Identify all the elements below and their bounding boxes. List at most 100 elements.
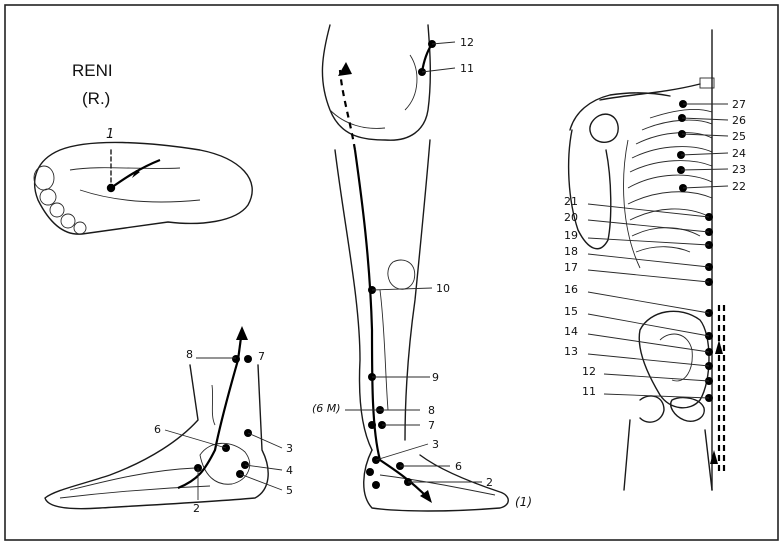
- ankle-leader-3: [247, 432, 283, 449]
- trunk-leader-11: [603, 393, 710, 399]
- trunk-label-14: 14: [564, 325, 578, 338]
- toe-5: [73, 221, 87, 235]
- sole-label-1: 1: [106, 127, 114, 142]
- knee-cap: [387, 259, 416, 290]
- rib-cage-edge: [623, 139, 641, 269]
- sole-outline: [34, 141, 253, 235]
- leg-arrow-upper: [338, 62, 352, 76]
- rib-7: [627, 191, 713, 205]
- rib-5: [629, 160, 713, 173]
- trunk-leader-15: [587, 313, 710, 337]
- ankle-point-8: [232, 355, 240, 363]
- ankle-label-4: 4: [286, 464, 293, 477]
- trunk-arrow-up: [715, 340, 723, 354]
- ankle-meridian: [177, 359, 240, 490]
- trunk-label-24: 24: [732, 147, 746, 160]
- leg-label-6m: (6 M): [312, 402, 341, 415]
- arm-outline: [567, 129, 612, 250]
- leg-label-8: 8: [428, 404, 435, 417]
- trunk-label-15: 15: [564, 305, 578, 318]
- leg-foot-bones: [379, 474, 496, 496]
- tibia: [379, 289, 389, 411]
- leg-leader-3: [375, 443, 429, 461]
- trunk-label-11: 11: [582, 385, 596, 398]
- trunk-leader-14: [587, 333, 710, 353]
- leg-outline-left: [334, 149, 373, 451]
- sole-crease-2: [69, 167, 181, 171]
- trunk-label-13: 13: [564, 345, 578, 358]
- rib-2: [641, 119, 713, 131]
- ankle-figure: 8 7 6 3 4 5 2: [44, 326, 293, 515]
- shoulder-head: [589, 113, 619, 144]
- leg-outline-right: [404, 139, 431, 441]
- trunk-leader-22: [682, 185, 729, 189]
- trunk-label-16: 16: [564, 283, 578, 296]
- ankle-label-6: 6: [154, 423, 161, 436]
- thigh-outline: [321, 24, 432, 141]
- leg-label-10: 10: [436, 282, 450, 295]
- clavicle-head: [699, 77, 715, 89]
- ankle-label-2: 2: [193, 502, 200, 515]
- trunk-label-20: 20: [564, 211, 578, 224]
- leg-point-5: [372, 481, 380, 489]
- trunk-label-19: 19: [564, 229, 578, 242]
- trunk-leader-26: [681, 117, 729, 121]
- femur-head: [639, 395, 665, 423]
- trunk-leader-20: [587, 219, 710, 233]
- pelvis-inner: [659, 333, 693, 382]
- toe-4: [60, 213, 76, 229]
- trunk-leader-12: [603, 373, 710, 382]
- trunk-label-25: 25: [732, 130, 746, 143]
- trunk-leader-25: [681, 133, 729, 137]
- ankle-arrow: [236, 326, 248, 340]
- trunk-label-22: 22: [732, 180, 746, 193]
- leg-label-12: 12: [460, 36, 474, 49]
- leg-label-9: 9: [432, 371, 439, 384]
- trunk-label-21: 21: [564, 195, 578, 208]
- title-text: RENI: [72, 61, 113, 80]
- trunk-leader-17: [587, 269, 710, 283]
- thigh-lines: [623, 419, 713, 491]
- plate-frame: [4, 4, 779, 541]
- leg-meridian-dash: [338, 69, 357, 151]
- ankle-outline: [44, 364, 269, 510]
- ankle-point-7: [244, 355, 252, 363]
- leg-leader-11: [421, 67, 456, 73]
- sole-crease: [79, 189, 201, 203]
- trunk-label-27: 27: [732, 98, 746, 111]
- ankle-bones: [199, 442, 250, 485]
- leg-label-6: 6: [455, 460, 462, 473]
- leg-leader-10: [371, 287, 433, 291]
- ankle-label-5: 5: [286, 484, 293, 497]
- subtitle-text: (R.): [82, 89, 110, 108]
- clavicle: [599, 83, 701, 101]
- leg-label-11: 11: [460, 62, 474, 75]
- trunk-leader-16: [587, 291, 710, 314]
- leg-label-1: (1): [515, 495, 532, 509]
- trunk-leader-19: [587, 237, 710, 246]
- trunk-leader-23: [680, 168, 729, 171]
- leg-label-7: 7: [428, 419, 435, 432]
- trunk-label-23: 23: [732, 163, 746, 176]
- trunk-leader-24: [680, 152, 729, 156]
- pelvis-outline: [638, 310, 710, 409]
- rib-10: [635, 246, 691, 253]
- gluteal-line: [329, 109, 386, 129]
- trunk-label-26: 26: [732, 114, 746, 127]
- sole-figure: 1: [33, 127, 253, 235]
- rib-3: [635, 132, 713, 145]
- rib-1: [649, 109, 713, 119]
- sole-point-1: [106, 183, 116, 193]
- ankle-tendon: [211, 384, 216, 426]
- trunk-outline-left: [569, 92, 671, 131]
- pubis: [670, 396, 705, 422]
- trunk-label-18: 18: [564, 245, 578, 258]
- rib-4: [631, 146, 713, 159]
- ankle-leader-6: [164, 429, 227, 449]
- thigh-muscle: [404, 54, 418, 111]
- sole-meridian: [110, 158, 161, 189]
- leg-label-2: 2: [486, 476, 493, 489]
- rib-6: [627, 174, 713, 189]
- trunk-label-12: 12: [582, 365, 596, 378]
